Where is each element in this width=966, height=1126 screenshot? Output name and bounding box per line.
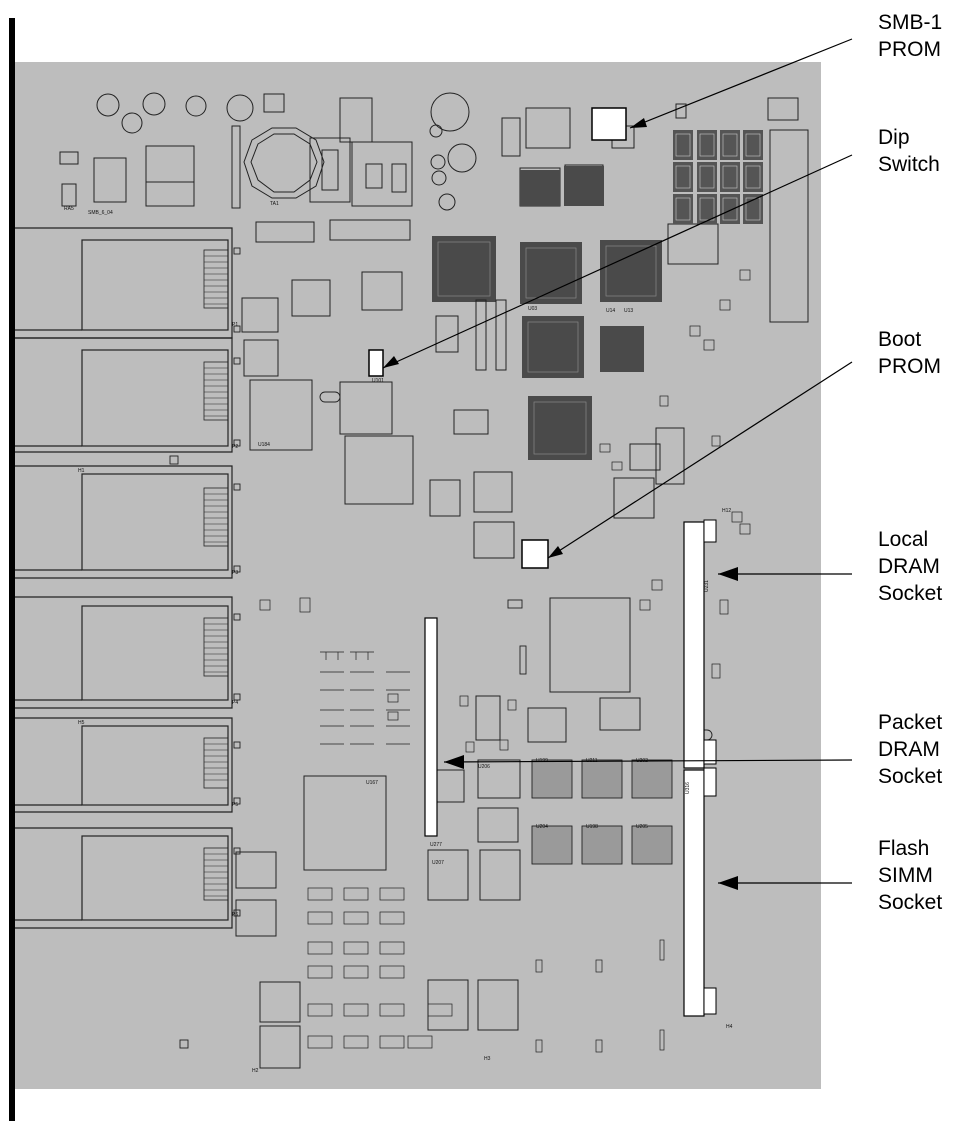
label-u231: U231 xyxy=(704,580,710,592)
power-section xyxy=(59,92,413,243)
label-u205: U205 xyxy=(636,824,648,830)
dip-switch-chip xyxy=(368,349,384,377)
memory-chip-grid xyxy=(673,130,763,224)
label-p2: P2 xyxy=(232,444,238,450)
callout-smb-prom: SMB-1 PROM xyxy=(878,9,942,63)
resistor-rows xyxy=(307,651,453,1049)
callout-boot-prom: Boot PROM xyxy=(878,326,941,380)
callout-smb-prom-line2: PROM xyxy=(878,38,941,61)
leader-lines xyxy=(382,38,853,884)
arrowheads xyxy=(383,118,738,890)
callout-flash-simm-line3: Socket xyxy=(878,891,943,914)
middle-components xyxy=(235,271,685,1069)
callout-dip-switch-line2: Switch xyxy=(878,153,940,176)
label-u207: U207 xyxy=(432,860,444,866)
local-dram-socket xyxy=(683,521,705,769)
label-u13: U13 xyxy=(624,308,633,314)
callout-local-dram-line1: Local xyxy=(878,528,929,551)
card-strip xyxy=(424,617,438,837)
small-pads xyxy=(259,269,751,1053)
port-housings xyxy=(15,227,233,929)
boot-prom-chip xyxy=(521,539,549,569)
callout-flash-simm-line1: Flash xyxy=(878,837,930,860)
left-edge-bar xyxy=(9,18,15,1121)
port-pads xyxy=(169,247,241,1049)
callout-packet-dram-line2: DRAM xyxy=(878,738,940,761)
port-pins xyxy=(204,255,228,897)
label-h12: H12 xyxy=(722,508,731,514)
label-ra5: RA5 xyxy=(64,206,74,212)
arrowhead-smb-prom xyxy=(630,118,647,128)
callout-dip-switch-line1: Dip xyxy=(878,126,910,149)
callout-packet-dram-line1: Packet xyxy=(878,711,943,734)
label-h2: H2 xyxy=(252,1068,259,1074)
label-u14: U14 xyxy=(606,308,615,314)
label-p6: P6 xyxy=(232,912,238,918)
arrowhead-flash-simm xyxy=(718,876,738,890)
callout-flash-simm-line2: SIMM xyxy=(878,864,933,887)
leader-boot-prom xyxy=(547,361,853,559)
arrowhead-packet-dram xyxy=(444,755,464,769)
label-u316: U316 xyxy=(685,782,691,794)
label-p4: P4 xyxy=(232,700,238,706)
leader-packet-dram xyxy=(443,759,853,763)
label-h4: H4 xyxy=(726,1024,733,1030)
local-dram-socket-latch-top xyxy=(703,519,717,543)
leader-dip-switch xyxy=(382,154,853,369)
leader-smb-prom xyxy=(629,38,853,129)
label-u277: U277 xyxy=(430,842,442,848)
label-h1: H1 xyxy=(78,468,85,474)
smb-prom-chip xyxy=(591,107,627,141)
callout-local-dram: Local DRAM Socket xyxy=(878,526,942,607)
label-u206: U206 xyxy=(478,764,490,770)
label-u03: U03 xyxy=(528,306,537,312)
callout-boot-prom-line1: Boot xyxy=(878,328,922,351)
local-dram-socket-latch-bottom xyxy=(703,739,717,765)
label-h3: H3 xyxy=(484,1056,491,1062)
callout-local-dram-line3: Socket xyxy=(878,582,943,605)
callout-dip-switch: Dip Switch xyxy=(878,124,940,178)
label-p5: P5 xyxy=(232,802,238,808)
label-u198: U198 xyxy=(586,824,598,830)
label-h5: H5 xyxy=(78,720,85,726)
flash-simm-socket-latch-bottom xyxy=(703,987,717,1015)
dark-chip-insets xyxy=(437,241,657,455)
label-u101: U101 xyxy=(372,378,384,384)
arrowhead-local-dram xyxy=(718,567,738,581)
label-u167: U167 xyxy=(366,780,378,786)
arrowhead-boot-prom xyxy=(548,546,563,558)
dark-cpu-chips xyxy=(432,166,662,460)
port-pin-combs xyxy=(203,249,229,901)
callout-packet-dram-line3: Socket xyxy=(878,765,943,788)
label-u204: U204 xyxy=(536,824,548,830)
label-u184: U184 xyxy=(258,442,270,448)
label-p3: P3 xyxy=(232,570,238,576)
arrowhead-dip-switch xyxy=(383,356,399,368)
memory-chip-grid-outline xyxy=(675,133,761,221)
board-text-labels: TA1 U316 U231 U101 U184 U206 U277 U198 U… xyxy=(64,201,733,1074)
label-smb: SMB_6_04 xyxy=(88,210,113,216)
callout-local-dram-line2: DRAM xyxy=(878,555,940,578)
callout-smb-prom-line1: SMB-1 xyxy=(878,11,943,34)
callout-flash-simm: Flash SIMM Socket xyxy=(878,835,942,916)
gray-square-chips xyxy=(531,759,673,865)
callout-boot-prom-line2: PROM xyxy=(878,355,941,378)
label-ta1: TA1 xyxy=(270,201,279,207)
flash-simm-socket xyxy=(683,769,705,1017)
flash-simm-socket-latch-top xyxy=(703,767,717,797)
power-capacitors xyxy=(429,92,477,211)
callout-packet-dram: Packet DRAM Socket xyxy=(878,709,942,790)
label-p1: P1 xyxy=(232,322,238,328)
